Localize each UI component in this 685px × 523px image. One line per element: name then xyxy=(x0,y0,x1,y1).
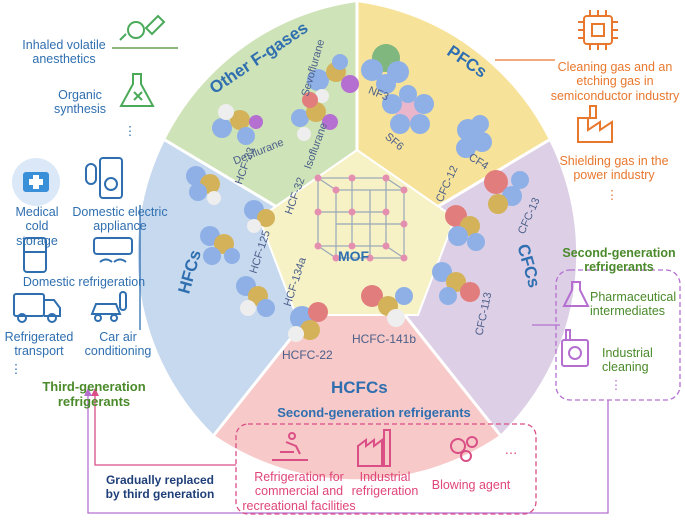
molecule-hcfc22-icon xyxy=(288,302,328,342)
molecule-hcf23-icon xyxy=(186,166,221,205)
air-conditioner-icon xyxy=(93,237,133,263)
label-cleaning-etching-gas: Cleaning gas and an etching gas in semic… xyxy=(550,60,680,103)
left-dots-2: ⋮ xyxy=(9,362,23,376)
label-hcfc141b: HCFC-141b xyxy=(352,332,417,346)
molecule-hcf134a-icon xyxy=(236,276,275,317)
cfcs-apps-box xyxy=(555,269,681,401)
molecule-desflurane-icon xyxy=(212,104,263,145)
molecule-sf6-icon xyxy=(382,85,434,134)
label-hcfc22: HCFC-22 xyxy=(282,348,333,362)
refrigerator-icon xyxy=(23,237,47,273)
label-car-air-conditioning: Car air conditioning xyxy=(84,330,152,359)
replacement-arrow-purple xyxy=(87,393,609,514)
label-pharmaceutical-intermediates: Pharmaceutical intermediates xyxy=(590,290,677,319)
hcfcs-apps-box xyxy=(235,423,537,515)
molecule-hcfc141b-icon xyxy=(361,285,413,327)
label-shielding-gas: Shielding gas in the power industry xyxy=(559,154,669,183)
car-thermometer-icon xyxy=(90,291,127,322)
segment-hcfcs xyxy=(214,255,500,480)
label-second-generation-right: Second-generation refrigerants xyxy=(562,246,676,275)
label-industrial-refrigeration: Industrial refrigeration xyxy=(351,470,419,499)
molecule-cfc12-icon xyxy=(445,205,485,251)
label-refrigerated-transport: Refrigerated transport xyxy=(4,330,74,359)
right-dots-2: ⋮ xyxy=(609,378,623,392)
molecule-isoflurane-icon xyxy=(291,92,338,141)
label-medical-cold-storage: Medical cold storage xyxy=(15,205,59,248)
label-industrial-cleaning: Industrial cleaning xyxy=(602,346,653,375)
segment-title-hcfcs: HCFCs xyxy=(331,378,388,397)
blowing-foam-icon xyxy=(450,436,478,462)
molecule-hcf32-icon xyxy=(244,200,275,233)
molecule-cfc113-icon xyxy=(432,262,480,305)
label-organic-synthesis: Organic synthesis xyxy=(53,88,107,117)
factory-cleaning-icon xyxy=(561,329,589,367)
label-third-generation: Third-generation refrigerants xyxy=(42,379,146,409)
label-domestic-refrigeration: Domestic refrigeration xyxy=(22,275,146,289)
label-blowing-agent: Blowing agent xyxy=(431,478,511,492)
pharma-flask-icon xyxy=(562,281,590,307)
label-second-generation-bottom: Second-generation refrigerants xyxy=(277,405,471,420)
right-dots-1: ⋮ xyxy=(605,188,619,202)
domestic-appliance-icon xyxy=(85,157,123,199)
molecule-cfc13-icon xyxy=(484,170,529,214)
industrial-factory-icon xyxy=(357,429,391,467)
label-refrigeration-commercial: Refrigeration for commercial and recreat… xyxy=(242,470,356,513)
anesthetic-inhaler-icon xyxy=(119,14,166,41)
mof-nodes xyxy=(314,174,408,262)
truck-icon xyxy=(13,293,61,323)
mof-label: MOF xyxy=(338,248,370,264)
replacement-arrow-pink xyxy=(94,393,236,466)
molecule-nf3-icon xyxy=(361,44,409,94)
molecule-hcf125-icon xyxy=(200,226,240,265)
label-domestic-electric-appliance: Domestic electric appliance xyxy=(72,205,168,234)
flask-icon xyxy=(119,73,155,107)
ice-skating-icon xyxy=(272,432,308,461)
left-dots-1: ⋮ xyxy=(123,124,137,138)
molecule-cf4-icon xyxy=(456,115,492,158)
power-plant-icon xyxy=(577,105,613,143)
molecule-sevoflurane-icon xyxy=(307,54,359,103)
chip-icon xyxy=(578,10,618,50)
bottom-dots: ⋯ xyxy=(504,446,518,460)
medical-box-icon xyxy=(12,158,60,206)
label-inhaled-anesthetics: Inhaled volatile anesthetics xyxy=(22,38,106,67)
label-gradually-replaced: Gradually replaced by third generation xyxy=(105,473,215,501)
